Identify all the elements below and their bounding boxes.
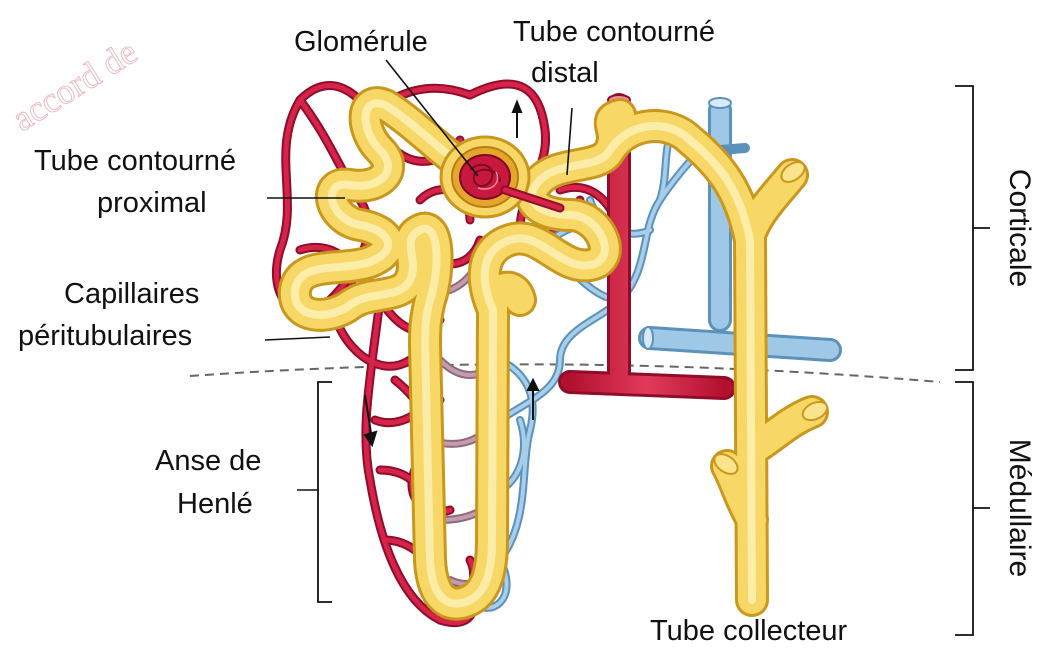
label-corticale: Corticale xyxy=(1003,169,1036,287)
label-medullaire: Médullaire xyxy=(1003,439,1036,577)
label-distal-line1: Tube contourné xyxy=(513,16,715,48)
label-tube-collecteur: Tube collecteur xyxy=(650,615,848,647)
label-glomerule: Glomérule xyxy=(294,26,428,58)
zone-brackets xyxy=(955,86,990,635)
label-proximal-line2: proximal xyxy=(97,187,207,219)
label-anse-line1: Anse de xyxy=(155,445,261,477)
watermark-text: accord de xyxy=(5,31,144,139)
henle-bracket xyxy=(318,382,332,602)
label-proximal-line1: Tube contourné xyxy=(34,145,236,177)
label-capillaires-line2: péritubulaires xyxy=(18,320,192,352)
label-distal-line2: distal xyxy=(531,57,599,89)
label-capillaires-line1: Capillaires xyxy=(64,278,199,310)
label-anse-line2: Henlé xyxy=(177,488,253,520)
